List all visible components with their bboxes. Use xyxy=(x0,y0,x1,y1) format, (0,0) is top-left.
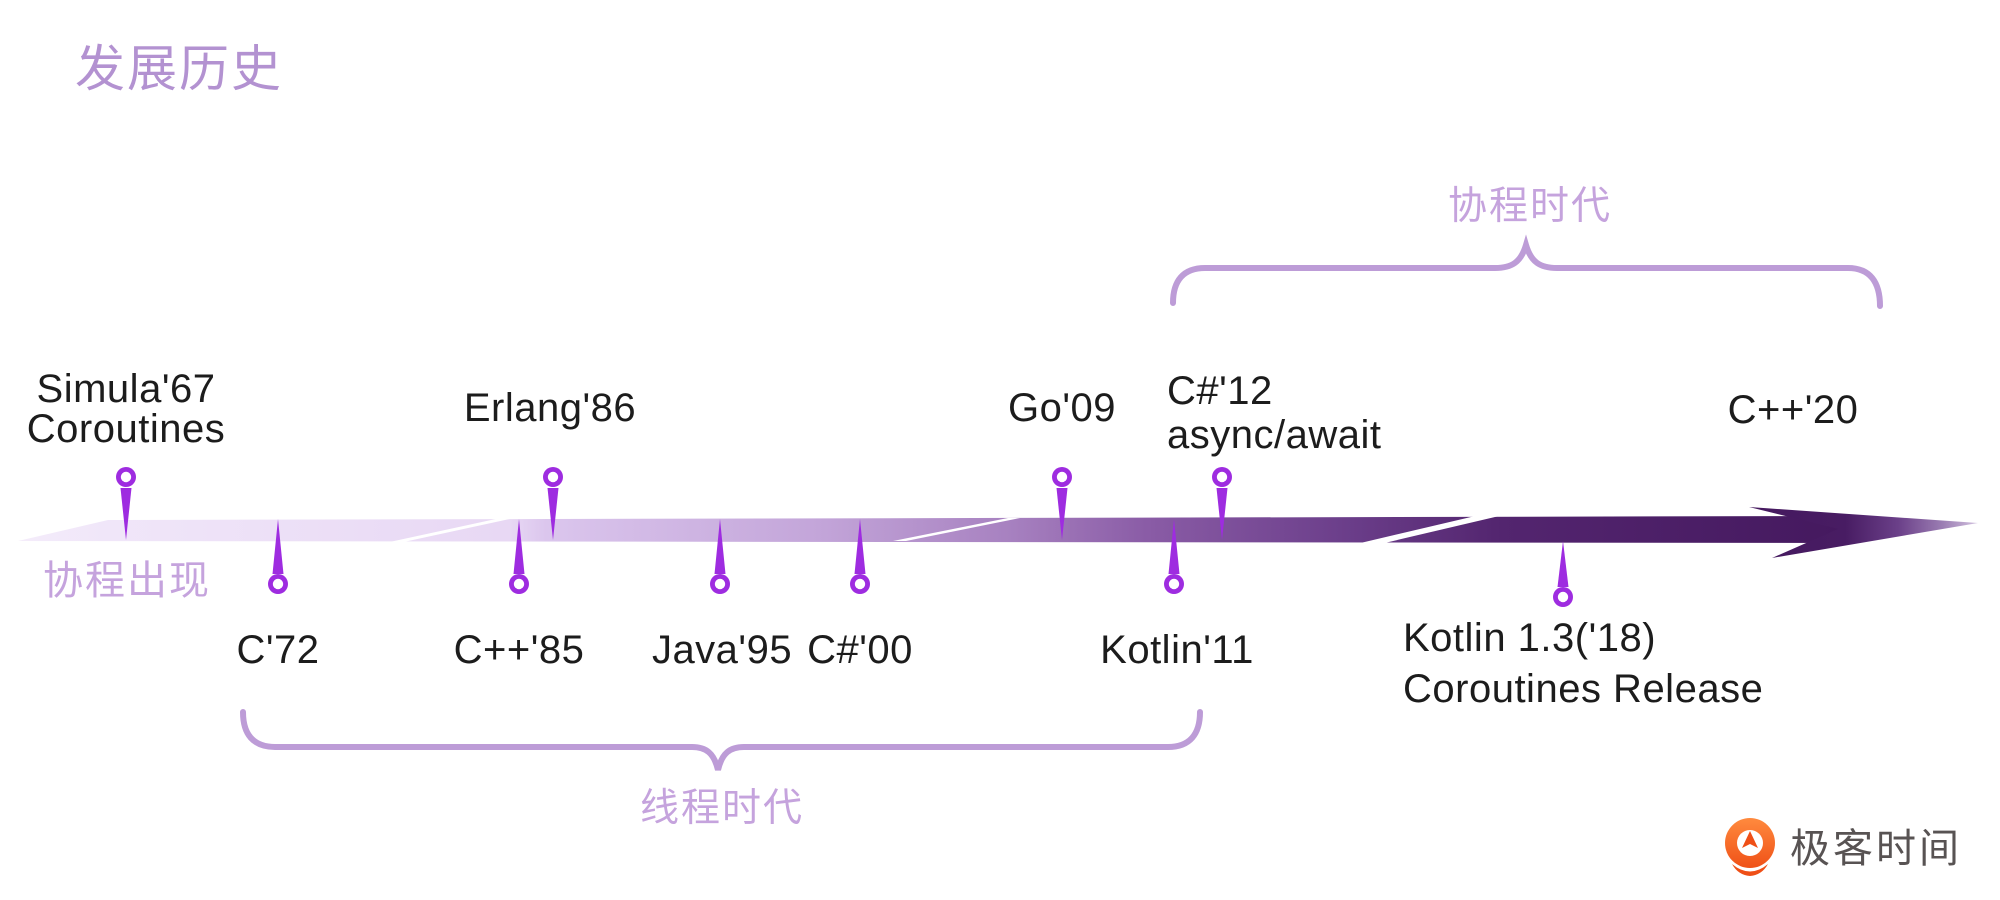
event-kotlin13-line2: Coroutines Release xyxy=(1403,667,1764,711)
event-label-java95: Java'95 xyxy=(652,630,792,670)
event-kotlin11-line1: Kotlin'11 xyxy=(1100,628,1254,672)
segment-gap-3 xyxy=(1352,513,1512,545)
map-pin-icon-simula67 xyxy=(116,467,136,540)
event-label-kotlin13: Kotlin 1.3('18) Coroutines Release xyxy=(1403,613,1763,715)
page-title: 发展历史 xyxy=(75,41,283,97)
event-label-erlang86: Erlang'86 xyxy=(464,388,636,428)
geektime-logo-text: 极客时间 xyxy=(1790,827,1962,871)
map-pin-icon-kotlin11 xyxy=(1164,519,1184,594)
event-cpp85-line1: C++'85 xyxy=(453,628,585,672)
segment-gap-1 xyxy=(385,515,528,543)
map-pin-icon-go09 xyxy=(1052,467,1072,540)
timeline-arrowhead xyxy=(1749,507,1978,558)
brace-coroutine-era xyxy=(1170,234,1883,309)
event-label-kotlin11: Kotlin'11 xyxy=(1100,630,1254,670)
timeline-band xyxy=(18,516,1838,543)
event-label-cpp20: C++'20 xyxy=(1728,390,1859,430)
event-label-c72: C'72 xyxy=(236,630,319,670)
event-csharp12-line2: async/await xyxy=(1167,413,1382,457)
event-label-simula67: Simula'67 Coroutines xyxy=(27,369,225,449)
era-label-thread-era: 线程时代 xyxy=(639,787,805,830)
event-label-cpp85: C++'85 xyxy=(454,630,585,670)
geektime-logo: 极客时间 xyxy=(1724,818,1962,880)
event-label-csharp12: C#'12 async/await xyxy=(1167,370,1381,456)
map-pin-icon-kotlin13 xyxy=(1553,541,1573,607)
event-go09-line1: Go'09 xyxy=(1008,386,1116,430)
event-cpp20-line1: C++'20 xyxy=(1727,388,1859,432)
map-pin-icon-csharp00 xyxy=(850,519,870,594)
map-pin-icon-cpp85 xyxy=(509,519,529,594)
map-pin-icon-java95 xyxy=(710,519,730,594)
segment-gap-2 xyxy=(893,518,1020,541)
event-c72-line1: C'72 xyxy=(236,628,320,672)
event-simula67-line2: Coroutines xyxy=(26,407,226,451)
era-label-coroutine-appear: 协程出现 xyxy=(43,559,211,603)
event-java95-line1: Java'95 xyxy=(651,628,793,672)
event-label-go09: Go'09 xyxy=(1008,388,1116,428)
era-label-coroutine-era: 协程时代 xyxy=(1447,185,1613,228)
event-csharp12-line1: C#'12 xyxy=(1167,369,1273,413)
event-erlang86-line1: Erlang'86 xyxy=(463,386,637,430)
brace-thread-era xyxy=(240,709,1203,771)
geektime-logo-icon xyxy=(1725,818,1775,876)
event-csharp00-line1: C#'00 xyxy=(807,628,913,672)
event-label-csharp00: C#'00 xyxy=(807,630,913,670)
event-simula67-line1: Simula'67 xyxy=(36,367,216,411)
map-pin-icon-csharp12 xyxy=(1212,467,1232,540)
map-pin-icon-erlang86 xyxy=(543,467,563,540)
map-pin-icon-c72 xyxy=(268,519,288,594)
event-kotlin13-line1: Kotlin 1.3('18) xyxy=(1403,616,1657,660)
